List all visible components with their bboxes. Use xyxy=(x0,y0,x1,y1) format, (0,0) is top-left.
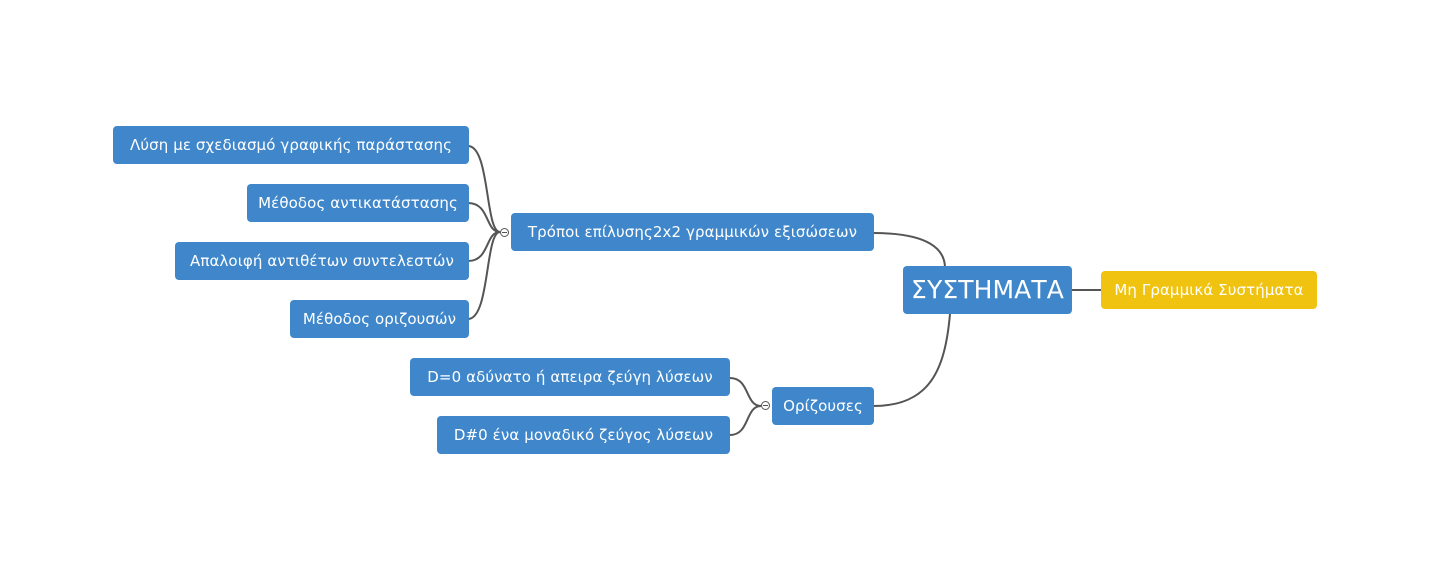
node-solution-methods[interactable]: Τρόποι επίλυσης2x2 γραμμικών εξισώσεων xyxy=(511,213,874,251)
node-determinants[interactable]: Ορίζουσες xyxy=(772,387,874,425)
collapse-toggle-icon[interactable] xyxy=(500,228,509,237)
node-graphical-solution[interactable]: Λύση με σχεδιασμό γραφικής παράστασης xyxy=(113,126,469,164)
link-root-determinants xyxy=(872,313,951,407)
collapse-toggle-icon[interactable] xyxy=(761,401,770,410)
node-substitution-method[interactable]: Μέθοδος αντικατάστασης xyxy=(247,184,469,222)
node-d-nonzero[interactable]: D#0 ένα μοναδικό ζεύγος λύσεων xyxy=(437,416,730,454)
link-root-methods xyxy=(872,232,946,269)
node-non-linear-systems[interactable]: Μη Γραμμικά Συστήματα xyxy=(1101,271,1317,309)
link-determinants-child-1 xyxy=(729,377,762,407)
node-d-zero[interactable]: D=0 αδύνατο ή απειρα ζεύγη λύσεων xyxy=(410,358,730,396)
link-methods-child-4 xyxy=(467,231,501,320)
link-methods-child-2 xyxy=(467,202,501,233)
link-determinants-child-2 xyxy=(729,405,762,436)
root-node[interactable]: ΣΥΣΤΗΜΑΤΑ xyxy=(903,266,1072,314)
link-methods-child-1 xyxy=(467,145,501,233)
node-determinant-method[interactable]: Μέθοδος οριζουσών xyxy=(290,300,469,338)
node-elimination-method[interactable]: Απαλοιφή αντιθέτων συντελεστών xyxy=(175,242,469,280)
